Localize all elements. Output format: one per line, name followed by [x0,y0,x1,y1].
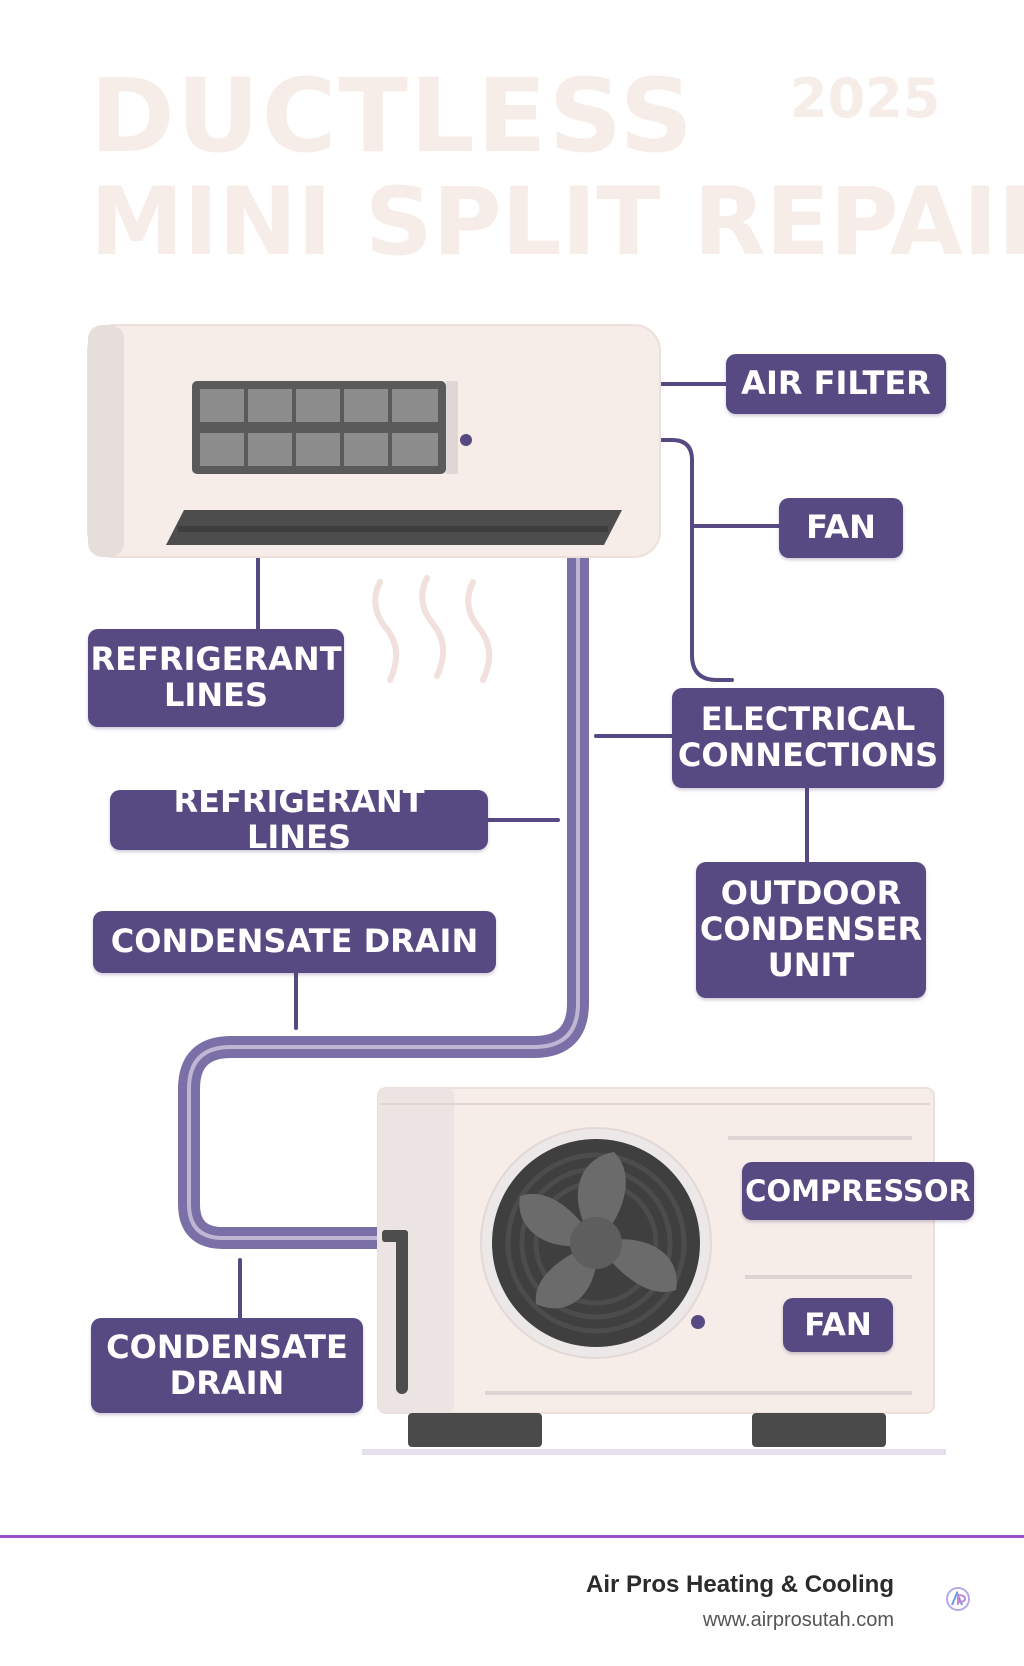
label-air-filter: AIR FILTER [726,354,946,414]
label-compressor: COMPRESSOR [742,1162,974,1220]
indoor-unit [87,324,661,558]
label-outdoor-condenser-unit: OUTDOOR CONDENSER UNIT [696,862,926,998]
air-pros-logo-icon [946,1587,970,1611]
title-ductless: DUCTLESS [90,57,695,176]
company-name: Air Pros Heating & Cooling [585,1571,894,1598]
outdoor-fan-connection-dot [691,1315,705,1329]
title-year: 2025 [790,67,941,130]
label-refrigerant-lines-upper: REFRIGERANT LINES [88,629,344,727]
title-mini-split-repair: MINI SPLIT REPAIR [90,168,1024,277]
foot-right [752,1413,886,1447]
label-condensate-drain-upper: CONDENSATE DRAIN [93,911,496,973]
label-electrical-connections: ELECTRICAL CONNECTIONS [672,688,944,788]
footer-divider [0,1535,1024,1538]
company-url-link[interactable]: www.airprosutah.com [702,1609,894,1631]
condenser-fan-icon [480,1127,712,1359]
label-condensate-drain-lower: CONDENSATE DRAIN [91,1318,363,1413]
air-filter-grid [200,389,438,466]
label-refrigerant-lines-lower: REFRIGERANT LINES [110,783,488,855]
fan-connection-dot [460,434,472,446]
outdoor-unit [362,1087,946,1455]
airflow-wisps [372,575,492,683]
foot-left [408,1413,542,1447]
label-outdoor-fan: FAN [783,1298,893,1352]
label-indoor-fan: FAN [779,498,903,558]
